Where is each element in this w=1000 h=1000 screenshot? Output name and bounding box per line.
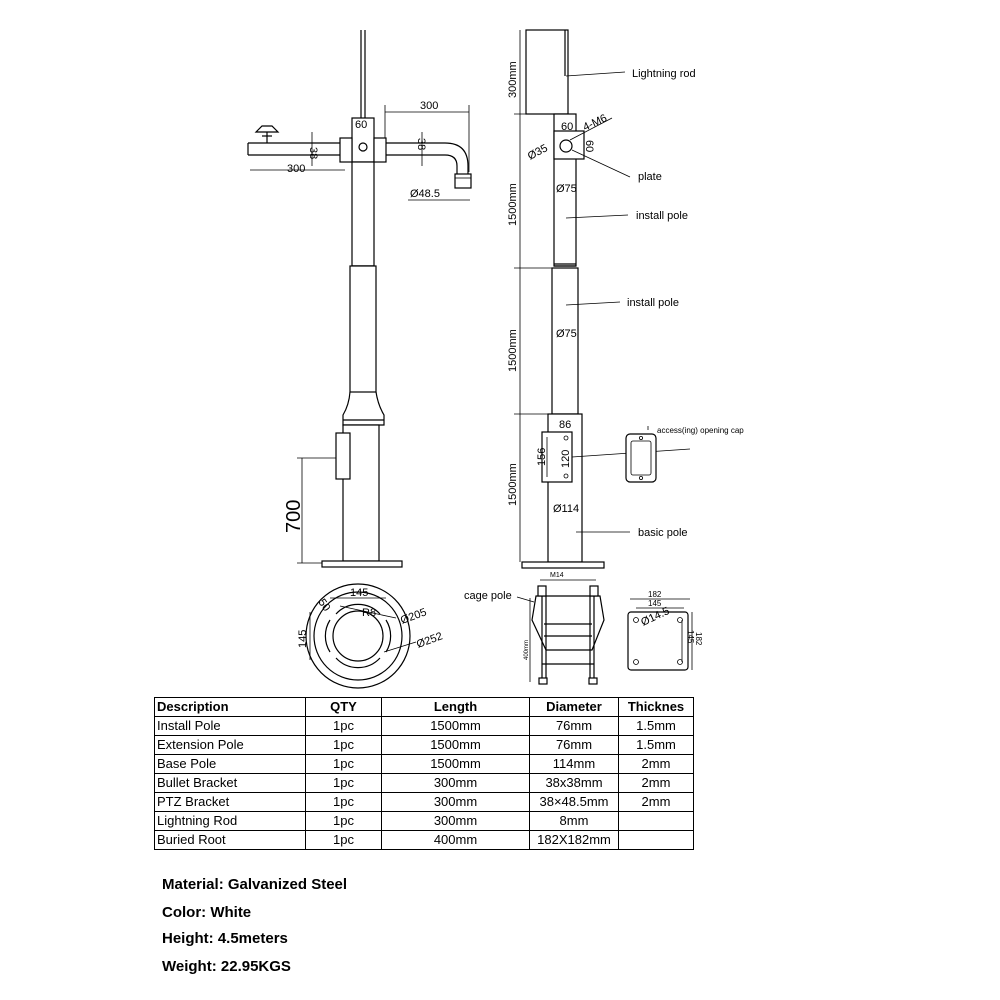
dim-pole-1: Ø75 — [556, 183, 577, 195]
cell-length: 300mm — [381, 773, 530, 793]
cell-qty: 1pc — [305, 773, 382, 793]
cell-thickness: 2mm — [618, 773, 694, 793]
dim-base-145-top: 145 — [350, 587, 368, 599]
cell-description: PTZ Bracket — [154, 792, 306, 812]
dim-base-145-side: 145 — [297, 630, 309, 648]
dim-section-2: 1500mm — [507, 329, 519, 372]
dim-base-50: 50 — [316, 597, 333, 614]
label-access-cap: access(ing) opening cap — [657, 426, 744, 435]
cell-diameter: 76mm — [529, 735, 619, 755]
root-plate-view: 182 145 Ø14.5 145 182 — [627, 590, 703, 671]
cell-thickness: 2mm — [618, 754, 694, 774]
dim-pole-2: Ø75 — [556, 328, 577, 340]
dim-arm-height: 38 — [415, 138, 427, 150]
dim-base-height: 700 — [283, 500, 305, 533]
base-plate-view: 145 50 R8 Ø205 145 Ø252 — [297, 583, 444, 689]
cell-description: Bullet Bracket — [154, 773, 306, 793]
dim-section-3: 1500mm — [507, 463, 519, 506]
cell-thickness — [618, 811, 694, 831]
cell-thickness — [618, 830, 694, 850]
label-cage-pole: cage pole — [464, 590, 512, 602]
cell-length: 1500mm — [381, 754, 530, 774]
table-row: Bullet Bracket 1pc 300mm 38x38mm 2mm — [154, 773, 694, 793]
dim-hole: Ø35 — [526, 142, 550, 162]
technical-drawing: 300 38 60 60 300 38 Ø48.5 700 — [247, 29, 744, 689]
dim-root-145: 145 — [648, 599, 662, 608]
dim-bracket-left: 300 — [287, 163, 305, 175]
dim-root-side-145: 145 — [686, 630, 695, 644]
label-plate: plate — [638, 171, 662, 183]
cell-diameter: 76mm — [529, 716, 619, 736]
header-description: Description — [154, 697, 306, 717]
dim-section-1: 1500mm — [507, 183, 519, 226]
cell-qty: 1pc — [305, 811, 382, 831]
dim-arm-top: 300 — [420, 100, 438, 112]
cell-thickness: 1.5mm — [618, 735, 694, 755]
cell-thickness: 1.5mm — [618, 716, 694, 736]
cell-description: Install Pole — [154, 716, 306, 736]
cell-qty: 1pc — [305, 792, 382, 812]
dim-front-plate-height: 60 — [583, 140, 595, 152]
cell-description: Base Pole — [154, 754, 306, 774]
cell-length: 300mm — [381, 792, 530, 812]
fact-height: Height: 4.5meters — [162, 930, 288, 947]
cell-diameter: 114mm — [529, 754, 619, 774]
header-length: Length — [381, 697, 530, 717]
label-basic-pole: basic pole — [638, 527, 688, 539]
front-view: 300mm 1500mm 1500mm 1500mm 60 60 4-M6 Ø3… — [507, 29, 744, 569]
label-lightning-rod: Lightning rod — [632, 68, 696, 80]
cell-description: Lightning Rod — [154, 811, 306, 831]
cell-diameter: 8mm — [529, 811, 619, 831]
dim-base-252: Ø252 — [415, 630, 444, 650]
dim-root-side-182: 182 — [694, 632, 703, 646]
fact-material: Material: Galvanized Steel — [162, 876, 348, 893]
cell-description: Extension Pole — [154, 735, 306, 755]
cell-length: 1500mm — [381, 716, 530, 736]
cell-qty: 1pc — [305, 830, 382, 850]
table-row: PTZ Bracket 1pc 300mm 38×48.5mm 2mm — [154, 792, 694, 812]
dim-rod: 300mm — [507, 61, 519, 98]
cell-diameter: 38×48.5mm — [529, 792, 619, 812]
cell-diameter: 38x38mm — [529, 773, 619, 793]
table-row: Lightning Rod 1pc 300mm 8mm — [154, 811, 694, 831]
cell-diameter: 182X182mm — [529, 830, 619, 850]
dim-cage-height: 400mm — [524, 640, 530, 660]
fact-weight: Weight: 22.95KGS — [162, 958, 291, 975]
table-row: Extension Pole 1pc 1500mm 76mm 1.5mm — [154, 735, 694, 755]
dim-root-182: 182 — [648, 590, 662, 599]
cell-length: 300mm — [381, 811, 530, 831]
dim-door-width: 86 — [559, 419, 571, 431]
cell-qty: 1pc — [305, 735, 382, 755]
dim-front-plate-width: 60 — [561, 121, 573, 133]
cell-description: Buried Root — [154, 830, 306, 850]
cell-qty: 1pc — [305, 754, 382, 774]
dim-base-r8: R8 — [362, 607, 376, 619]
dim-bracket-left-height: 38 — [307, 147, 319, 159]
dim-base-diameter: Ø114 — [553, 503, 579, 515]
header-thickness: Thicknes — [618, 697, 694, 717]
cell-qty: 1pc — [305, 716, 382, 736]
dim-bolts: 4-M6 — [581, 112, 609, 133]
fact-color: Color: White — [162, 904, 252, 921]
label-install-pole-1: install pole — [636, 210, 688, 222]
dim-plate: 60 — [355, 119, 367, 131]
table-row: Install Pole 1pc 1500mm 76mm 1.5mm — [154, 716, 694, 736]
dim-cage-m14: M14 — [550, 572, 564, 579]
table-row: Base Pole 1pc 1500mm 114mm 2mm — [154, 754, 694, 774]
table-header-row: Description QTY Length Diameter Thicknes — [154, 697, 694, 717]
cell-thickness: 2mm — [618, 792, 694, 812]
dim-door-inner: 120 — [560, 450, 572, 468]
spec-table: Description QTY Length Diameter Thicknes… — [154, 697, 694, 850]
dim-door-height: 156 — [536, 448, 548, 466]
table-row: Buried Root 1pc 400mm 182X182mm — [154, 830, 694, 850]
dim-arm-diameter: Ø48.5 — [410, 188, 440, 200]
cell-length: 400mm — [381, 830, 530, 850]
header-diameter: Diameter — [529, 697, 619, 717]
cage-pole-view: cage pole M14 400mm — [464, 572, 605, 685]
label-install-pole-2: install pole — [627, 297, 679, 309]
cell-length: 1500mm — [381, 735, 530, 755]
side-view: 300 38 60 60 300 38 Ø48.5 700 — [247, 30, 472, 568]
header-qty: QTY — [305, 697, 382, 717]
